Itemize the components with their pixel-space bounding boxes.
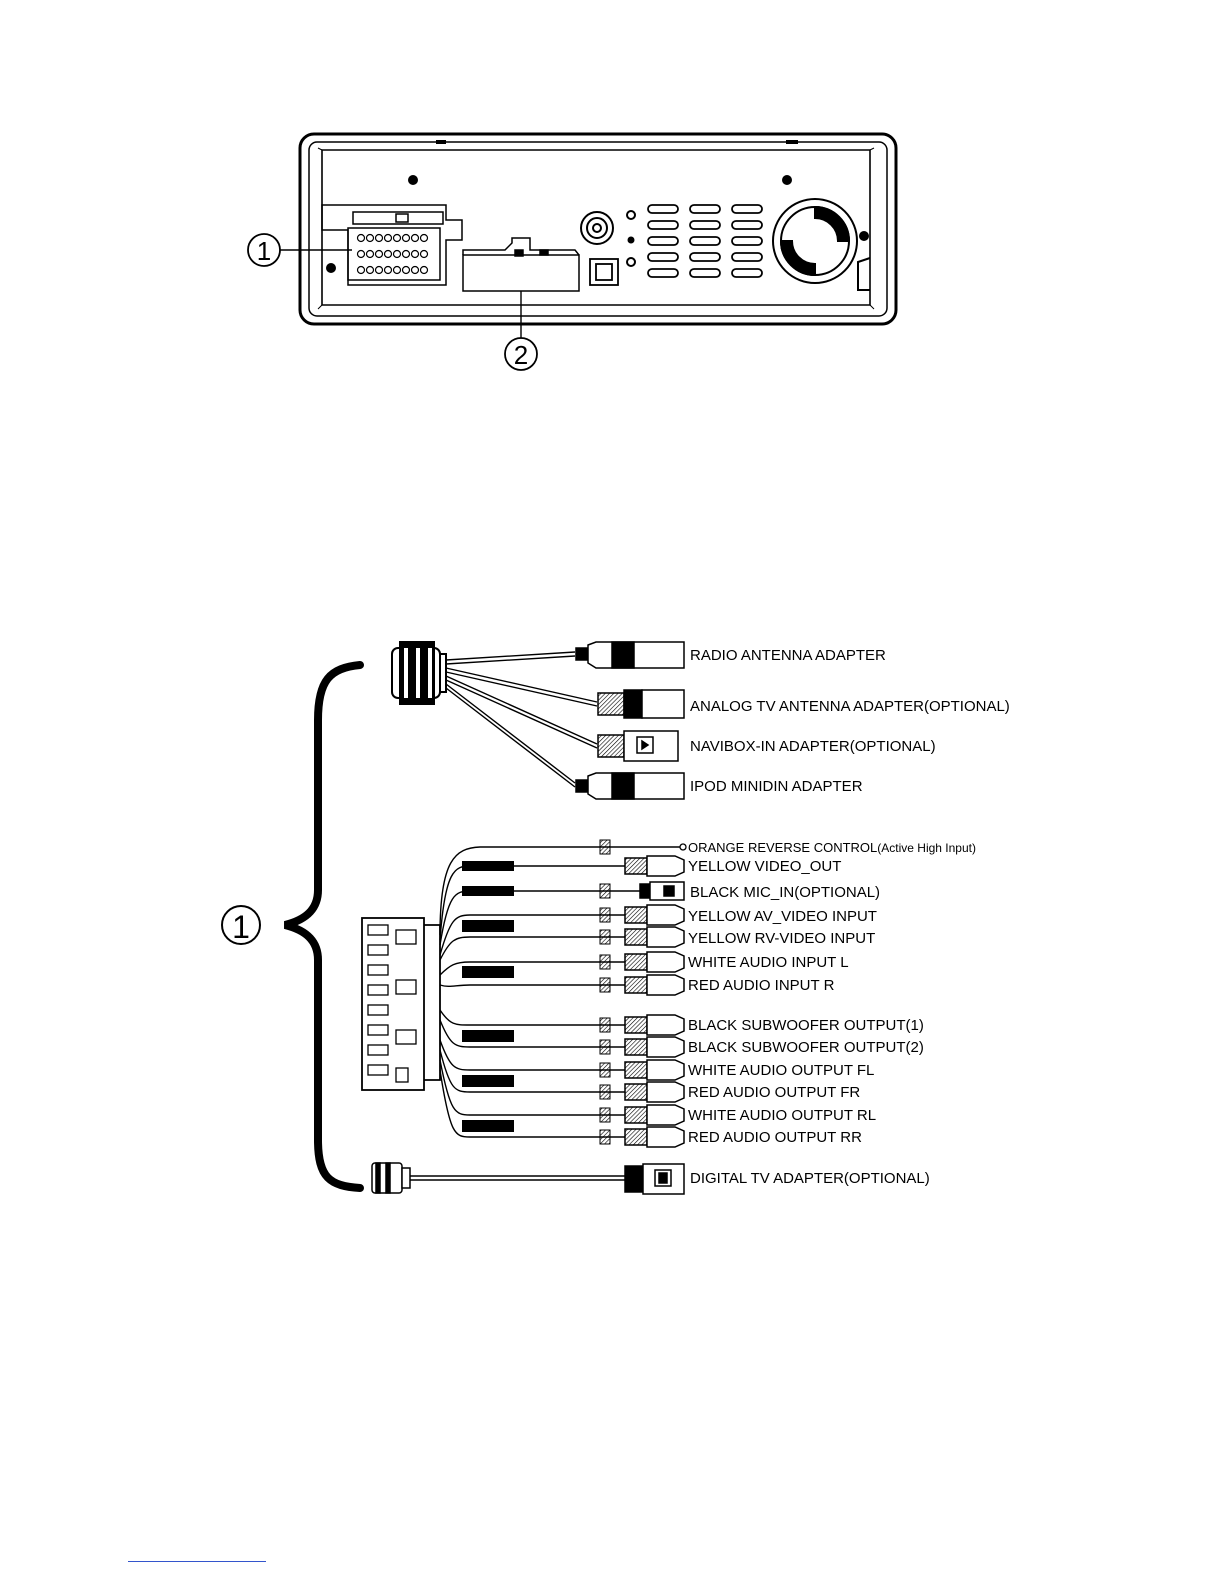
- callout-2: 2: [504, 291, 538, 371]
- label-white-audio-output-fl: WHITE AUDIO OUTPUT FL: [688, 1062, 874, 1079]
- antenna-harness-plug: [391, 641, 447, 705]
- iso-connector: [321, 204, 463, 286]
- callout-2-number: 2: [514, 340, 528, 370]
- label-ipod-minidin-adapter: IPOD MINIDIN ADAPTER: [690, 778, 863, 795]
- label-black-subwoofer-output-2: BLACK SUBWOOFER OUTPUT(2): [688, 1039, 924, 1056]
- cable-sleeves: [462, 861, 514, 1132]
- digital-tv-harness: [371, 1162, 685, 1195]
- label-orange-reverse-control: ORANGE REVERSE CONTROL(Active High Input…: [688, 840, 976, 855]
- label-white-audio-output-rl: WHITE AUDIO OUTPUT RL: [688, 1107, 876, 1124]
- fan-icon: [772, 198, 858, 284]
- antenna-cables: [445, 651, 598, 788]
- label-radio-antenna-adapter: RADIO ANTENNA ADAPTER: [690, 647, 886, 664]
- callout-1-top: 1: [247, 233, 352, 267]
- navibox-adapter: [597, 730, 679, 762]
- label-black-subwoofer-output-1: BLACK SUBWOOFER OUTPUT(1): [688, 1017, 924, 1034]
- harness-brace: 1: [221, 661, 364, 1192]
- reverse-wire-end: [679, 843, 687, 851]
- optical-port: [589, 258, 619, 286]
- label-black-mic-in: BLACK MIC_IN(OPTIONAL): [690, 884, 880, 901]
- label-white-audio-input-l: WHITE AUDIO INPUT L: [688, 954, 849, 971]
- callout-1-top-number: 1: [257, 236, 271, 266]
- label-yellow-rv-video-input: YELLOW RV-VIDEO INPUT: [688, 930, 875, 947]
- unit-rear-panel: [298, 132, 898, 326]
- analog-tv-antenna-adapter: [597, 689, 685, 719]
- main-harness-connector: [361, 917, 441, 1091]
- vent-grille: [647, 204, 763, 278]
- rca-plugs: [624, 855, 685, 1148]
- label-yellow-video-out: YELLOW VIDEO_OUT: [688, 858, 841, 875]
- rca-cables: [439, 846, 680, 1138]
- label-analog-tv-antenna-adapter: ANALOG TV ANTENNA ADAPTER(OPTIONAL): [690, 698, 1010, 715]
- wire-markers: [599, 839, 611, 1145]
- label-yellow-av-video-input: YELLOW AV_VIDEO INPUT: [688, 908, 877, 925]
- label-digital-tv-adapter: DIGITAL TV ADAPTER(OPTIONAL): [690, 1170, 930, 1187]
- label-red-audio-output-fr: RED AUDIO OUTPUT FR: [688, 1084, 860, 1101]
- label-navibox-adapter: NAVIBOX-IN ADAPTER(OPTIONAL): [690, 738, 936, 755]
- radio-antenna-adapter: [575, 641, 685, 669]
- aux-connector: [462, 237, 580, 292]
- harness-callout-number: 1: [232, 909, 250, 945]
- label-red-audio-input-r: RED AUDIO INPUT R: [688, 977, 835, 994]
- antenna-socket: [580, 211, 614, 245]
- label-red-audio-output-rr: RED AUDIO OUTPUT RR: [688, 1129, 862, 1146]
- ipod-minidin-adapter: [575, 772, 685, 800]
- footer-rule: [128, 1561, 266, 1562]
